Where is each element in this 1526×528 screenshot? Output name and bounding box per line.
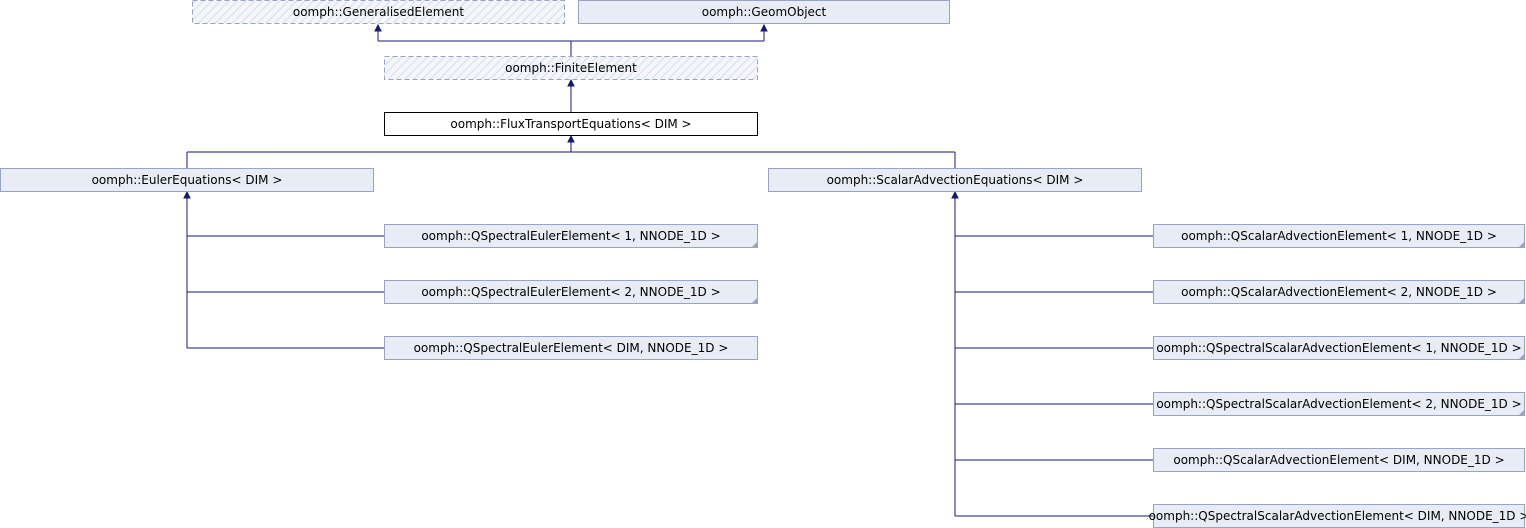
node-label: oomph::QSpectralScalarAdvectionElement< …	[1156, 397, 1521, 411]
node-qscalar-advection-element-2[interactable]: oomph::QScalarAdvectionElement< 2, NNODE…	[1153, 280, 1525, 304]
node-label: oomph::GeneralisedElement	[293, 5, 465, 19]
template-corner-icon	[1519, 242, 1524, 247]
node-label: oomph::FiniteElement	[505, 61, 637, 75]
node-qscalar-advection-element-dim[interactable]: oomph::QScalarAdvectionElement< DIM, NNO…	[1153, 448, 1525, 472]
node-geom-object[interactable]: oomph::GeomObject	[578, 0, 950, 24]
node-qscalar-advection-element-1[interactable]: oomph::QScalarAdvectionElement< 1, NNODE…	[1153, 224, 1525, 248]
node-finite-element[interactable]: oomph::FiniteElement	[384, 56, 758, 80]
node-label: oomph::GeomObject	[702, 5, 827, 19]
node-label: oomph::QSpectralEulerElement< DIM, NNODE…	[414, 341, 729, 355]
arrow-to-finite	[567, 78, 575, 87]
arrow-to-euler	[183, 190, 191, 199]
node-generalised-element[interactable]: oomph::GeneralisedElement	[192, 0, 565, 24]
node-qspectral-scalar-advection-element-2[interactable]: oomph::QSpectralScalarAdvectionElement< …	[1153, 392, 1525, 416]
node-label: oomph::FluxTransportEquations< DIM >	[450, 117, 691, 131]
node-qspectral-euler-element-dim[interactable]: oomph::QSpectralEulerElement< DIM, NNODE…	[384, 336, 758, 360]
node-label: oomph::QScalarAdvectionElement< 2, NNODE…	[1181, 285, 1497, 299]
template-corner-icon	[1519, 410, 1524, 415]
template-corner-icon	[1519, 354, 1524, 359]
node-euler-equations[interactable]: oomph::EulerEquations< DIM >	[0, 168, 374, 192]
arrow-to-generalised	[374, 23, 382, 32]
node-qspectral-euler-element-1[interactable]: oomph::QSpectralEulerElement< 1, NNODE_1…	[384, 224, 758, 248]
node-qspectral-scalar-advection-element-1[interactable]: oomph::QSpectralScalarAdvectionElement< …	[1153, 336, 1525, 360]
node-label: oomph::QSpectralEulerElement< 2, NNODE_1…	[421, 285, 720, 299]
node-qspectral-euler-element-2[interactable]: oomph::QSpectralEulerElement< 2, NNODE_1…	[384, 280, 758, 304]
node-label: oomph::QScalarAdvectionElement< DIM, NNO…	[1173, 453, 1504, 467]
node-label: oomph::QSpectralScalarAdvectionElement< …	[1149, 509, 1526, 523]
node-label: oomph::QSpectralScalarAdvectionElement< …	[1156, 341, 1521, 355]
edges	[183, 23, 1153, 517]
arrow-to-scalar	[951, 190, 959, 199]
template-corner-icon	[752, 298, 757, 303]
node-label: oomph::QSpectralEulerElement< 1, NNODE_1…	[421, 229, 720, 243]
node-label: oomph::EulerEquations< DIM >	[92, 173, 283, 187]
node-flux-transport-equations[interactable]: oomph::FluxTransportEquations< DIM >	[384, 112, 758, 136]
arrow-to-geomobject	[760, 23, 768, 32]
template-corner-icon	[1519, 298, 1524, 303]
node-qspectral-scalar-advection-element-dim[interactable]: oomph::QSpectralScalarAdvectionElement< …	[1149, 504, 1526, 528]
template-corner-icon	[752, 242, 757, 247]
node-label: oomph::ScalarAdvectionEquations< DIM >	[827, 173, 1084, 187]
node-label: oomph::QScalarAdvectionElement< 1, NNODE…	[1181, 229, 1497, 243]
node-scalar-advection-equations[interactable]: oomph::ScalarAdvectionEquations< DIM >	[768, 168, 1142, 192]
arrow-to-flux	[567, 134, 575, 143]
